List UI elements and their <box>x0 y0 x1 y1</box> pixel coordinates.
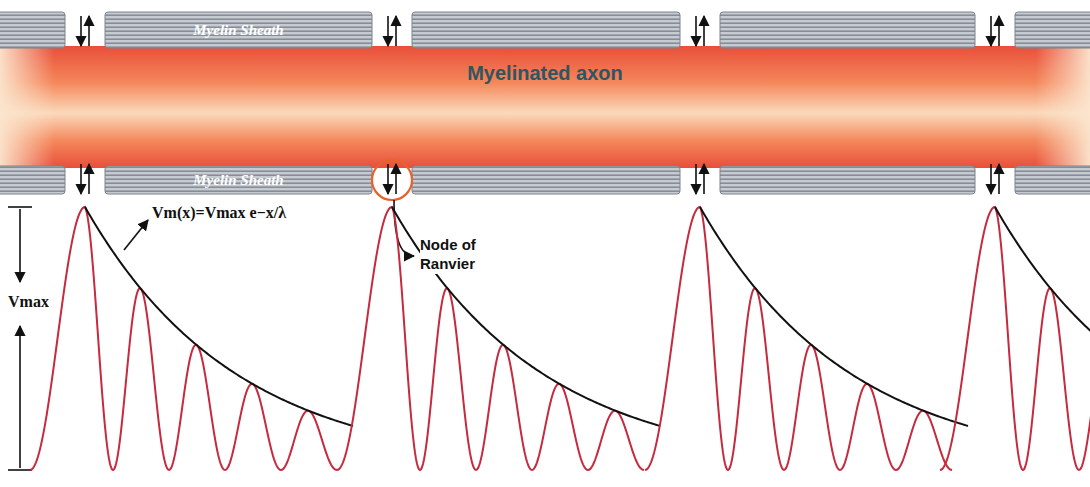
ion-arrow <box>703 164 705 194</box>
decay-envelope <box>85 207 353 426</box>
sheath-label: Myelin Sheath <box>193 172 283 189</box>
ion-arrow <box>80 16 82 46</box>
formula-pointer <box>124 220 148 250</box>
ion-arrow <box>695 164 697 194</box>
node-of-ranvier-label: Node of Ranvier <box>420 236 494 274</box>
myelin-sheath-band: Myelin Sheath <box>105 166 372 194</box>
ion-flow-arrows <box>81 16 999 194</box>
vmax-dimension <box>8 207 32 470</box>
ion-arrow <box>80 164 82 194</box>
ion-arrow <box>395 16 397 46</box>
ion-arrow <box>88 164 90 194</box>
action-potential-wave <box>645 207 952 470</box>
action-potential-wave <box>30 207 337 470</box>
ion-arrow <box>695 16 697 46</box>
action-potential-wave <box>940 207 1090 470</box>
ion-arrow <box>395 164 397 194</box>
axon-body <box>0 46 1090 168</box>
sheath-label: Myelin Sheath <box>193 22 283 39</box>
ion-arrow <box>998 16 1000 46</box>
ion-arrow <box>88 16 90 46</box>
potential-waveform <box>30 207 1090 470</box>
ion-arrow <box>703 16 705 46</box>
axon-shade <box>0 46 1090 168</box>
axon-band: Myelinated axon <box>0 48 1090 166</box>
formula-label: Vm(x)=Vmax e−x/λ <box>152 203 286 223</box>
decay-envelope <box>995 207 1090 331</box>
decay-envelope <box>700 207 968 426</box>
vmax-label: Vmax <box>8 292 49 312</box>
myelin-sheath-band: Myelin Sheath <box>105 12 372 48</box>
myelin-segments <box>0 12 1090 194</box>
axon-label: Myelinated axon <box>467 62 623 85</box>
ion-arrow <box>387 16 389 46</box>
node-highlight-circle <box>372 160 412 200</box>
ion-arrow <box>387 164 389 194</box>
action-potential-wave <box>337 207 644 470</box>
ion-arrow <box>990 16 992 46</box>
ion-arrow <box>998 164 1000 194</box>
decay-envelope <box>392 207 660 426</box>
ion-arrow <box>990 164 992 194</box>
